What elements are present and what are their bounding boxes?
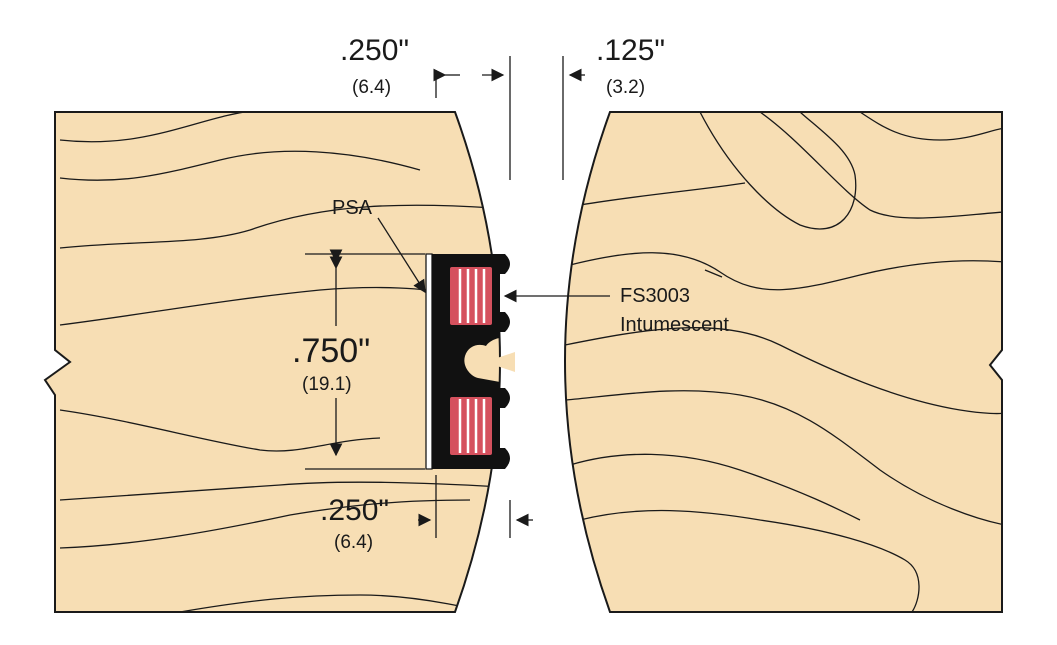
right-door-edge	[564, 111, 1003, 613]
upper-intumescent-strip	[450, 267, 492, 325]
top-right-gap-metric: (3.2)	[606, 77, 645, 98]
bottom-gap-metric: (6.4)	[334, 532, 373, 553]
top-left-gap-imperial: .250"	[340, 34, 409, 67]
bottom-gap-imperial: .250"	[320, 494, 389, 527]
psa-label: PSA	[332, 197, 373, 219]
seal-profile	[425, 253, 515, 470]
intumescent-label-line2: Intumescent	[620, 314, 729, 336]
top-left-gap-metric: (6.4)	[352, 77, 391, 98]
right-wood-grain	[565, 112, 1002, 612]
height-imperial: .750"	[292, 332, 370, 370]
height-metric: (19.1)	[302, 374, 352, 395]
lower-intumescent-strip	[450, 397, 492, 455]
top-right-gap-imperial: .125"	[596, 34, 665, 67]
psa-tape	[425, 253, 433, 470]
dimension-lines	[305, 56, 610, 538]
left-wood-grain	[59, 112, 500, 612]
intumescent-label-line1: FS3003	[620, 285, 690, 307]
